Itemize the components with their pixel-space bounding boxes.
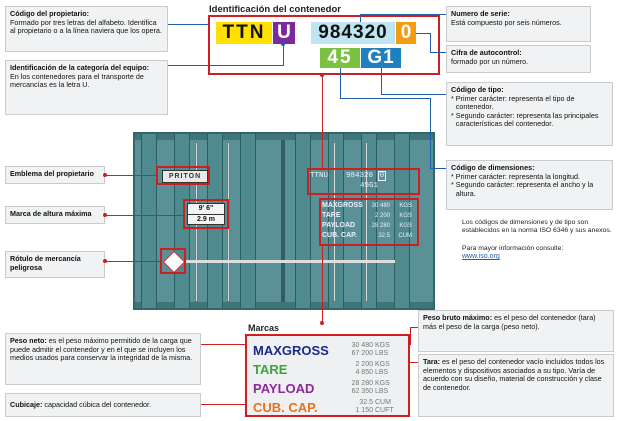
connector-owner	[168, 24, 208, 25]
net-weight-text: es el peso máximo permitido de la carga …	[10, 336, 193, 363]
serial-code: 984320	[311, 22, 395, 44]
owner-code-box: Código del propietario: Formado por tres…	[5, 6, 168, 52]
dimension-code-item: * Primer carácter: representa la longitu…	[451, 171, 581, 181]
container-body	[133, 132, 435, 310]
gross-weight-text: es el peso del contenedor (tara) más el …	[423, 313, 596, 331]
owner-emblem: PRITON	[162, 170, 208, 183]
height-highlight	[183, 199, 229, 229]
owner-code-title: Código del propietario:	[10, 9, 90, 18]
hazard-highlight	[160, 248, 186, 274]
height-mark-meters: 2.9 m	[188, 214, 224, 225]
marks-row: PAYLOAD 28 280 KGS 62 350 LBS	[253, 380, 390, 396]
connector-hazard	[105, 261, 160, 262]
container-code-serial: 984320	[346, 172, 374, 180]
marks-title: Marcas	[248, 323, 280, 333]
height-mark-label: Marca de altura máxima	[5, 206, 105, 224]
cubic-box: Cubicaje: capacidad cúbica del contenedo…	[5, 393, 201, 417]
door-seam	[281, 140, 285, 302]
check-text: formado por un número.	[451, 56, 529, 66]
connector-cubic	[201, 404, 245, 405]
marks-row: TARE 2 200 KGS 4 850 LBS	[253, 361, 390, 377]
type-code-item: * Primer carácter: representa el tipo de…	[451, 93, 575, 112]
serial-box: Numero de serie: Está compuesto por seis…	[446, 6, 591, 42]
iso-note: Los códigos de dimensiones y de tipo son…	[462, 219, 612, 234]
connector-tare	[410, 362, 418, 363]
container-code-prefix: TTNU	[310, 172, 329, 180]
cubic-text: capacidad cúbica del contenedor.	[44, 400, 152, 409]
check-box: Cifra de autocontrol: formado por un núm…	[446, 45, 591, 73]
container-code-mark: TTNU 984320 0 45G1	[310, 171, 416, 193]
marks-row: MAXGROSS 30 480 KGS 67 200 LBS	[253, 342, 390, 358]
connector-id-to-code	[322, 75, 323, 168]
dangerous-goods-label: Rótulo de mercancía peligrosa	[5, 251, 105, 278]
weight-marks-highlight	[319, 198, 419, 246]
type-code: G1	[361, 48, 401, 68]
emblem-label: Emblema del propietario	[5, 166, 105, 184]
tare-text: es el peso del contenedor vacío incluido…	[423, 357, 605, 392]
connector-category	[168, 65, 283, 66]
container-mark-row: CUB. CAP. 32.5 CUM	[322, 232, 412, 239]
connector-height	[105, 215, 183, 216]
tare-box: Tara: es el peso del contenedor vacío in…	[418, 354, 614, 417]
net-weight-title: Peso neto:	[10, 336, 47, 345]
connector-check	[416, 33, 430, 34]
owner-code-text: Formado por tres letras del alfabeto. Id…	[10, 17, 162, 36]
owner-code: TTN	[216, 22, 272, 44]
marks-panel: MAXGROSS 30 480 KGS 67 200 LBS TARE 2 20…	[245, 334, 410, 417]
locking-bar	[365, 142, 368, 302]
gross-weight-title: Peso bruto máximo:	[423, 313, 493, 322]
connector-emblem	[105, 175, 156, 176]
connector-gross	[410, 327, 418, 328]
connector-net	[201, 344, 245, 345]
height-mark-feet: 9' 6"	[198, 205, 214, 212]
marks-row: CUB. CAP. 32.5 CUM 1 150 CUFT	[253, 399, 394, 415]
connector-type	[381, 68, 382, 94]
cubic-title: Cubicaje:	[10, 400, 43, 409]
container-mark-row: MAXGROSS 30 480 KGS	[322, 202, 412, 209]
connector-serial	[360, 14, 446, 15]
iso-link[interactable]: www.iso.org	[462, 253, 500, 260]
connector-marks	[322, 246, 323, 323]
category-code: U	[273, 22, 295, 44]
type-code-box: Código de tipo: * Primer carácter: repre…	[446, 82, 613, 146]
page-title: Identificación del contenedor	[209, 4, 341, 15]
type-code-item: * Segundo carácter: representa las princ…	[451, 110, 599, 129]
connector-dimension	[340, 68, 341, 98]
more-info-text: Para mayor información consulte:	[462, 245, 564, 252]
type-code-title: Código de tipo:	[451, 85, 504, 94]
serial-text: Está compuesto por seis números.	[451, 17, 562, 27]
category-box: Identificación de la categoría del equip…	[5, 60, 168, 115]
category-title: Identificación de la categoría del equip…	[10, 63, 149, 72]
locking-bar	[333, 142, 336, 302]
dimension-code-box: Código de dimensiones: * Primer carácter…	[446, 160, 613, 210]
container-code-check: 0	[377, 171, 387, 181]
check-digit: 0	[396, 22, 416, 44]
emblem-highlight	[156, 166, 210, 185]
size-code: 45	[320, 48, 360, 68]
gross-weight-box: Peso bruto máximo: es el peso del conten…	[418, 310, 614, 352]
identification-frame	[208, 15, 440, 75]
check-title: Cifra de autocontrol:	[451, 48, 522, 57]
tare-title: Tara:	[423, 357, 441, 366]
category-text: En los contenedores para el transporte d…	[10, 71, 144, 90]
dimension-code-title: Código de dimensiones:	[451, 163, 535, 172]
dimension-code-item: * Segundo carácter: representa el ancho …	[451, 180, 594, 198]
container-weight-marks: MAXGROSS 30 480 KGS TARE 2 200 KGS PAYLO…	[322, 201, 418, 245]
container-mark-row: TARE 2 200 KGS	[322, 212, 412, 219]
container-code-sizetype: 45G1	[360, 182, 379, 190]
net-weight-box: Peso neto: es el peso máximo permitido d…	[5, 333, 201, 385]
serial-title: Numero de serie:	[451, 9, 510, 18]
container-mark-row: PAYLOAD 28 280 KGS	[322, 222, 412, 229]
container-code-highlight	[307, 168, 420, 195]
height-mark: 9' 6" 2.9 m	[187, 203, 225, 225]
